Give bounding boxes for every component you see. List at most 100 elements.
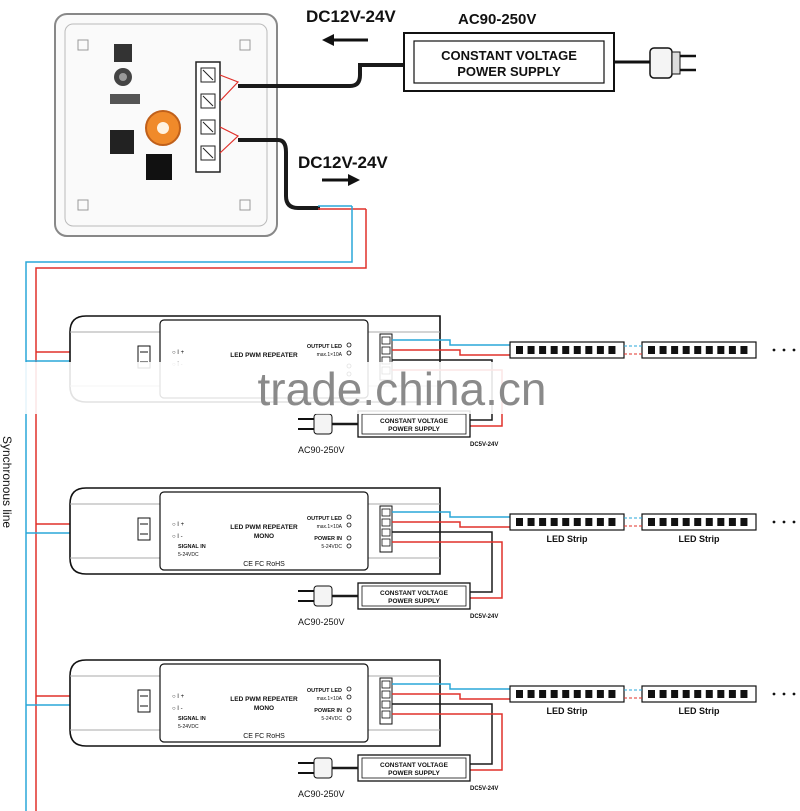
- cert-marks: CE FC RoHS: [243, 733, 285, 740]
- led-chip: [573, 346, 581, 354]
- psu-dc-label: DC5V-24V: [470, 442, 498, 448]
- continuation-dots: [772, 520, 796, 524]
- repeater-power-supply: [357, 582, 471, 610]
- psu-dc-label: DC5V-24V: [470, 786, 498, 792]
- psu-line1: CONSTANT VOLTAGE: [380, 762, 449, 769]
- dc-output-label: DC12V-24V: [298, 153, 388, 172]
- repeater-title: LED PWM REPEATER: [230, 524, 298, 531]
- controller-terminal-block: [195, 61, 221, 173]
- output-rating-label: max.1×10A: [317, 696, 343, 702]
- signal-range-label: 5-24VDC: [178, 724, 199, 730]
- output-rating-label: max.1×10A: [317, 352, 343, 358]
- led-chip: [539, 518, 547, 526]
- led-chip: [585, 518, 593, 526]
- led-chip: [516, 346, 523, 354]
- led-chip: [550, 346, 558, 354]
- signal-terminal: [137, 517, 151, 541]
- plug-icon: [298, 413, 333, 435]
- repeater-power-supply: [357, 410, 471, 438]
- led-chip: [585, 346, 593, 354]
- power-in-label: POWER IN: [314, 536, 342, 542]
- led-chip: [608, 346, 616, 354]
- repeater-ac-label: AC90-250V: [298, 445, 345, 455]
- top-psu-line2: POWER SUPPLY: [457, 64, 561, 79]
- led-chip: [682, 518, 690, 526]
- led-strip-label: LED Strip: [546, 706, 588, 716]
- led-chip: [694, 518, 702, 526]
- psu-line1: CONSTANT VOLTAGE: [380, 418, 449, 425]
- power-in-label: POWER IN: [314, 708, 342, 714]
- led-chip: [740, 690, 748, 698]
- controller-board: [54, 13, 278, 237]
- plug-icon: [649, 47, 696, 79]
- led-chip: [671, 518, 679, 526]
- psu-dc-label: DC5V-24V: [470, 614, 498, 620]
- continuation-dots: [772, 348, 796, 352]
- led-chip: [659, 690, 667, 698]
- top-labels: DC12V-24V AC90-250V CONSTANT VOLTAGE POW…: [298, 7, 696, 186]
- led-chip: [573, 690, 581, 698]
- led-chip: [659, 518, 667, 526]
- continuation-dots: [772, 692, 796, 696]
- led-chip: [740, 346, 748, 354]
- output-led-label: OUTPUT LED: [307, 344, 342, 350]
- led-chip: [671, 690, 679, 698]
- output-led-label: OUTPUT LED: [307, 516, 342, 522]
- led-strip: [509, 341, 625, 359]
- led-chip: [527, 518, 535, 526]
- repeater-title: LED PWM REPEATER: [230, 352, 298, 359]
- output-led-label: OUTPUT LED: [307, 688, 342, 694]
- led-chip: [705, 690, 713, 698]
- repeater-label-panel: [159, 663, 369, 743]
- led-chip: [527, 346, 535, 354]
- led-chip: [648, 518, 655, 526]
- led-chip: [562, 346, 570, 354]
- led-chip: [648, 346, 655, 354]
- psu-line1: CONSTANT VOLTAGE: [380, 590, 449, 597]
- led-chip: [562, 518, 570, 526]
- led-strip: [509, 513, 625, 531]
- signal-range-label: 5-24VDC: [178, 552, 199, 558]
- power-rating-label: 5-24VDC: [321, 544, 342, 550]
- led-chip: [728, 346, 736, 354]
- led-chip: [648, 690, 655, 698]
- led-chip: [539, 690, 547, 698]
- top-psu-line1: CONSTANT VOLTAGE: [441, 48, 577, 63]
- repeater-label-panel: [159, 491, 369, 571]
- arrow-right-icon: [348, 174, 360, 186]
- signal-in-label: SIGNAL IN: [178, 716, 206, 722]
- power-rating-label: 5-24VDC: [321, 716, 342, 722]
- led-chip: [717, 690, 725, 698]
- led-strip-label: LED Strip: [678, 706, 720, 716]
- led-chip: [596, 518, 604, 526]
- led-chip: [562, 690, 570, 698]
- led-chip: [728, 690, 736, 698]
- led-chip: [527, 690, 535, 698]
- led-chip: [516, 690, 523, 698]
- led-strip: [641, 513, 757, 531]
- led-strip: [641, 341, 757, 359]
- cert-marks: CE FC RoHS: [243, 561, 285, 568]
- dc-input-label: DC12V-24V: [306, 7, 396, 26]
- led-chip: [539, 346, 547, 354]
- watermark: trade.china.cn: [20, 362, 800, 415]
- led-chip: [608, 690, 616, 698]
- led-chip: [596, 346, 604, 354]
- signal-plus-marker: ○ I +: [172, 694, 185, 700]
- ac-input-label: AC90-250V: [458, 11, 536, 28]
- led-strip-label: LED Strip: [678, 534, 720, 544]
- signal-terminal: [137, 689, 151, 713]
- repeater-ac-label: AC90-250V: [298, 617, 345, 627]
- led-chip: [608, 518, 616, 526]
- led-chip: [516, 518, 523, 526]
- arrow-left-icon: [322, 34, 334, 46]
- repeater-ac-label: AC90-250V: [298, 789, 345, 799]
- sync-line-label: Synchronous line: [0, 436, 14, 528]
- signal-plus-marker: ○ I +: [172, 350, 185, 356]
- signal-minus-marker: ○ I -: [172, 534, 183, 540]
- psu-line2: POWER SUPPLY: [388, 426, 440, 433]
- led-chip: [705, 518, 713, 526]
